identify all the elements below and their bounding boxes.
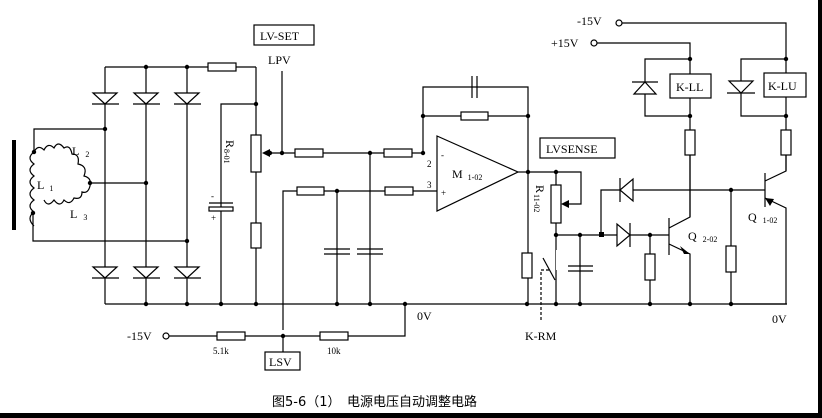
transistor-q2-02	[650, 140, 691, 304]
rectifier-bridge	[104, 64, 256, 304]
opamp-plus-label: +	[441, 188, 446, 198]
plus15v-top-terminal	[590, 39, 598, 47]
opamp-minus-label: -	[441, 150, 444, 160]
r8-01-label: R8-01	[222, 140, 237, 164]
diode-feedback	[619, 177, 634, 203]
diode-top-1	[91, 92, 119, 105]
cap-plus-label: +	[211, 213, 216, 223]
k-lu-label: K-LU	[768, 79, 797, 93]
timing-network	[553, 187, 765, 304]
lv-set-box	[253, 24, 315, 46]
opamp-m1-02	[436, 135, 531, 212]
opamp-feedback	[420, 76, 531, 170]
k-ll-box	[669, 73, 712, 99]
relay-k-lu	[622, 22, 792, 171]
q2-base-resistor	[644, 232, 656, 304]
pin3-label: 3	[427, 180, 432, 190]
ground-rail	[105, 301, 787, 307]
pin2-label: 2	[427, 159, 432, 169]
opamp-input-network	[267, 148, 437, 330]
figure-caption: 图5-6（1） 电源电压自动调整电路	[272, 394, 477, 410]
diode-bottom-1	[91, 266, 119, 279]
k-lu-box	[763, 72, 807, 98]
r-10k-label: 10k	[327, 346, 341, 356]
coil-wires	[30, 126, 190, 244]
relay-k-ll	[597, 42, 696, 217]
diode-bottom-3	[173, 266, 201, 279]
transformer-core	[12, 140, 16, 230]
potentiometer-r11-02	[521, 169, 582, 304]
r11-02-label: R11-02	[532, 185, 547, 212]
zero-v-right-label: 0V	[772, 312, 787, 326]
potentiometer-r8-01	[250, 67, 270, 304]
cap-minus-label: -	[211, 191, 214, 201]
k-ll-label: K-LL	[676, 80, 703, 94]
diode-top-2	[132, 92, 160, 105]
minus15v-left-label: -15V	[127, 329, 152, 343]
resistor-top	[207, 62, 237, 72]
filter-capacitor	[208, 101, 259, 304]
r-5-1k-label: 5.1k	[213, 346, 229, 356]
lsv-box	[264, 351, 301, 371]
lv-sense-label: LVSENSE	[546, 142, 598, 156]
k-rm-switch	[540, 250, 558, 322]
diode-bottom-2	[132, 266, 160, 279]
minus15v-top-label: -15V	[577, 14, 602, 28]
k-rm-label: K-RM	[525, 329, 557, 343]
lpv-label: LPV	[268, 53, 291, 67]
lsv-label: LSV	[269, 355, 292, 369]
lv-sense-box	[539, 137, 616, 159]
minus15v-left-terminal	[162, 332, 170, 340]
diode-series	[616, 222, 631, 248]
transistor-q1-02	[731, 150, 787, 305]
lsv-network	[169, 304, 406, 352]
plus15v-top-label: +15V	[551, 36, 579, 50]
lv-set-label: LV-SET	[260, 29, 300, 43]
minus15v-top-terminal	[615, 19, 623, 27]
zero-v-mid-label: 0V	[417, 309, 432, 323]
diode-top-3	[173, 92, 201, 105]
